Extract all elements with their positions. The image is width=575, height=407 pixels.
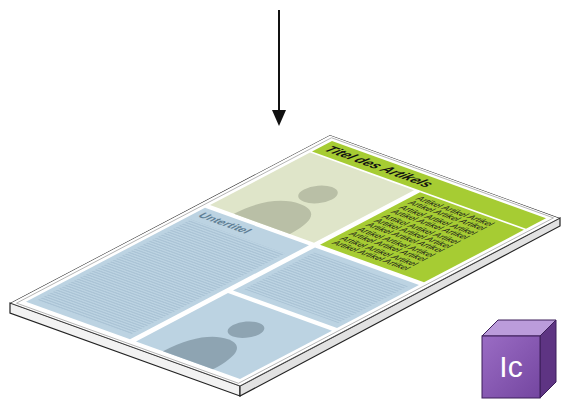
layout-page: Titel des ArtikelsArtikel Artikel Artike… xyxy=(10,135,560,386)
node-text: Ic xyxy=(482,336,540,398)
page-illustration xyxy=(10,135,560,386)
incopy-cube xyxy=(482,320,556,398)
down-arrow xyxy=(272,10,286,126)
incopy-icon-face: Ic xyxy=(482,336,540,398)
